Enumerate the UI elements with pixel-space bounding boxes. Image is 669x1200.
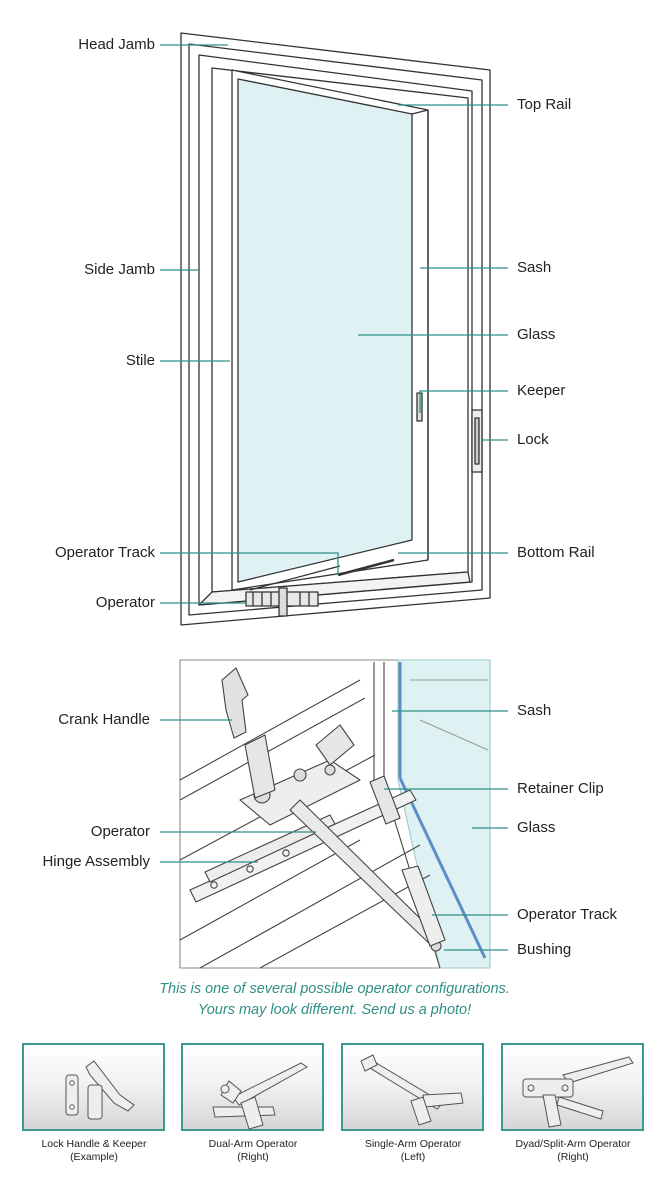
detail-glass <box>397 659 491 969</box>
caption-subtitle: (Left) <box>400 1151 426 1163</box>
thumbnail-single-arm-operator <box>341 1043 484 1131</box>
thumbnail-lock-handle-keeper <box>22 1043 165 1131</box>
thumbnail-dyad-split-arm-operator <box>501 1043 644 1131</box>
label-bottom-rail: Bottom Rail <box>517 544 595 561</box>
detail-crank-shaft <box>244 734 276 799</box>
lock-handle-icon <box>65 1060 135 1120</box>
caption-dual-arm-operator: Dual-Arm Operator (Right) <box>173 1138 333 1164</box>
window-illustration <box>160 32 508 626</box>
label-operator: Operator <box>95 594 155 611</box>
caption-single-arm-operator: Single-Arm Operator (Left) <box>333 1138 493 1164</box>
single-arm-operator-icon <box>360 1054 464 1126</box>
label-side-jamb: Side Jamb <box>84 261 155 278</box>
operator-track <box>337 558 395 577</box>
label-bushing: Bushing <box>517 941 572 958</box>
detail-crank-handle <box>221 667 249 739</box>
label-keeper: Keeper <box>517 382 566 399</box>
label-top-rail: Top Rail <box>517 96 572 113</box>
label-detail-operator-track: Operator Track <box>517 906 618 923</box>
caption-title: Dyad/Split-Arm Operator <box>515 1138 631 1150</box>
sash-glass <box>237 78 413 583</box>
caption-subtitle: (Example) <box>70 1151 118 1163</box>
caption-dyad-split-arm-operator: Dyad/Split-Arm Operator (Right) <box>493 1138 653 1164</box>
caption-title: Lock Handle & Keeper <box>41 1138 147 1150</box>
caption-title: Single-Arm Operator <box>364 1138 462 1150</box>
detail-retainer-clip <box>369 775 401 825</box>
frame-inner-1 <box>188 43 483 616</box>
note-line-2: Yours may look different. Send us a phot… <box>197 1002 472 1018</box>
operator-crank <box>278 587 288 617</box>
label-stile: Stile <box>125 352 155 369</box>
dyad-split-arm-operator-icon <box>522 1056 634 1128</box>
caption-subtitle: (Right) <box>557 1151 589 1163</box>
detail-track <box>189 789 417 903</box>
thumbnail-dual-arm-operator <box>181 1043 324 1131</box>
leader-keeper <box>419 390 508 413</box>
label-hinge-assembly: Hinge Assembly <box>42 853 150 870</box>
label-sash: Sash <box>517 259 552 276</box>
label-glass: Glass <box>517 326 556 343</box>
leader-operator-track <box>160 552 339 575</box>
label-detail-sash: Sash <box>517 702 552 719</box>
caption-lock-handle-keeper: Lock Handle & Keeper (Example) <box>14 1138 174 1164</box>
caption-subtitle: (Right) <box>237 1151 269 1163</box>
dual-arm-operator-icon <box>212 1062 308 1129</box>
label-head-jamb: Head Jamb <box>78 36 155 53</box>
label-retainer-clip: Retainer Clip <box>517 780 604 797</box>
caption-title: Dual-Arm Operator <box>208 1138 298 1150</box>
label-detail-operator: Operator <box>90 823 150 840</box>
frame-inner-2 <box>198 54 473 606</box>
label-detail-glass: Glass <box>517 819 556 836</box>
label-operator-track: Operator Track <box>54 544 155 561</box>
label-crank-handle: Crank Handle <box>58 711 150 728</box>
operator-detail-illustration <box>160 659 508 969</box>
label-lock: Lock <box>517 431 549 448</box>
note-line-1: This is one of several possible operator… <box>159 981 510 997</box>
